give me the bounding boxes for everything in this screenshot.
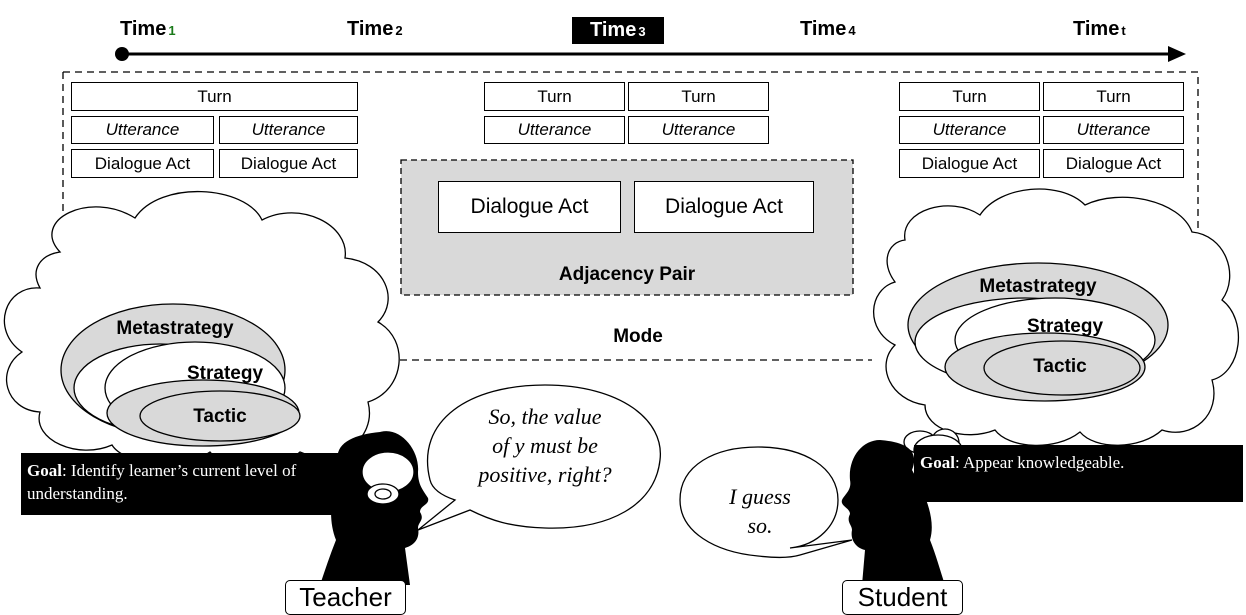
student-strategy-ellipses [907, 262, 1169, 402]
center-utterance-box-2: Utterance [628, 116, 769, 144]
right-turn-box-1: Turn [899, 82, 1040, 111]
teacher-strategy-ellipses [60, 303, 301, 447]
teacher-speech-bubble [417, 384, 661, 531]
student-goal-text: : Appear knowledgeable. [954, 453, 1125, 472]
adjacency-pair-label: Adjacency Pair [558, 264, 696, 285]
teacher-role-label: Teacher [285, 580, 406, 615]
teacher-speech-text: So, the value of y must be positive, rig… [478, 404, 612, 487]
timeline-arrowhead [1168, 46, 1186, 62]
student-tactic-label: Tactic [1033, 356, 1087, 377]
center-turn-box-2: Turn [628, 82, 769, 111]
adjacency-dialogue-act-box-2: Dialogue Act [634, 181, 814, 233]
center-utterance-box-1: Utterance [484, 116, 625, 144]
teacher-strategy-label: Strategy [186, 363, 264, 384]
left-utterance-box-1: Utterance [71, 116, 214, 144]
teacher-metastrategy-label: Metastrategy [116, 318, 234, 339]
teacher-goal-box: Goal: Identify learner’s current level o… [21, 453, 354, 515]
right-dialogue-act-box-2: Dialogue Act [1043, 149, 1184, 178]
student-role-label: Student [842, 580, 963, 615]
teacher-tactic-label: Tactic [193, 406, 247, 427]
student-strategy-label: Strategy [1026, 316, 1104, 337]
mode-region [62, 71, 1199, 361]
teacher-goal-label: Goal [27, 461, 62, 480]
right-utterance-box-1: Utterance [899, 116, 1040, 144]
student-speech-text: I guess so. [729, 484, 791, 538]
left-utterance-box-2: Utterance [219, 116, 358, 144]
left-dialogue-act-box-1: Dialogue Act [71, 149, 214, 178]
student-metastrategy-label: Metastrategy [979, 276, 1097, 297]
student-goal-label: Goal [920, 453, 955, 472]
student-goal-box: Goal: Appear knowledgeable. [914, 445, 1243, 502]
center-turn-box-1: Turn [484, 82, 625, 111]
left-turn-box: Turn [71, 82, 358, 111]
left-dialogue-act-box-2: Dialogue Act [219, 149, 358, 178]
right-dialogue-act-box-1: Dialogue Act [899, 149, 1040, 178]
mode-label: Mode [613, 326, 663, 347]
student-speech-bubble [679, 446, 853, 559]
right-turn-box-2: Turn [1043, 82, 1184, 111]
right-utterance-box-2: Utterance [1043, 116, 1184, 144]
timeline-start-dot [115, 47, 129, 61]
teacher-goal-text: : Identify learner’s current level of un… [27, 461, 297, 503]
adjacency-dialogue-act-box-1: Dialogue Act [438, 181, 621, 233]
